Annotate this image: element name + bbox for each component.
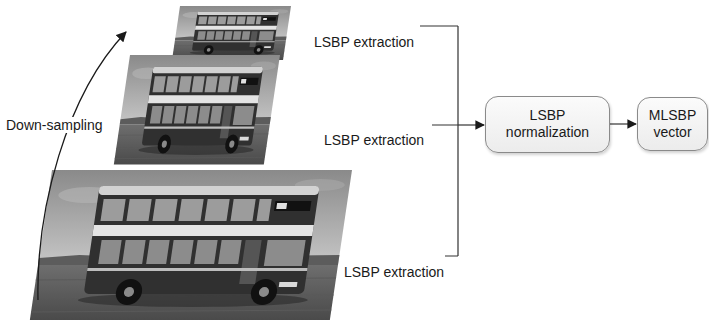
flow-arrow xyxy=(610,123,636,124)
step-label: LSBP extraction xyxy=(312,34,416,50)
merge-arrow xyxy=(458,124,484,125)
process-box: LSBP normalization xyxy=(485,96,610,153)
bus-image-large xyxy=(30,170,352,320)
box-text: LSBP normalization xyxy=(498,107,598,141)
step-label: LSBP extraction xyxy=(322,132,426,148)
bus-image-small xyxy=(172,6,291,60)
bus-image-medium xyxy=(114,55,280,165)
process-box: MLSBP vector xyxy=(637,97,708,151)
box-text: MLSBP vector xyxy=(644,107,701,141)
step-label: LSBP extraction xyxy=(342,264,446,280)
down-sampling-arrow xyxy=(38,32,126,300)
process-label: Down-sampling xyxy=(4,117,104,133)
